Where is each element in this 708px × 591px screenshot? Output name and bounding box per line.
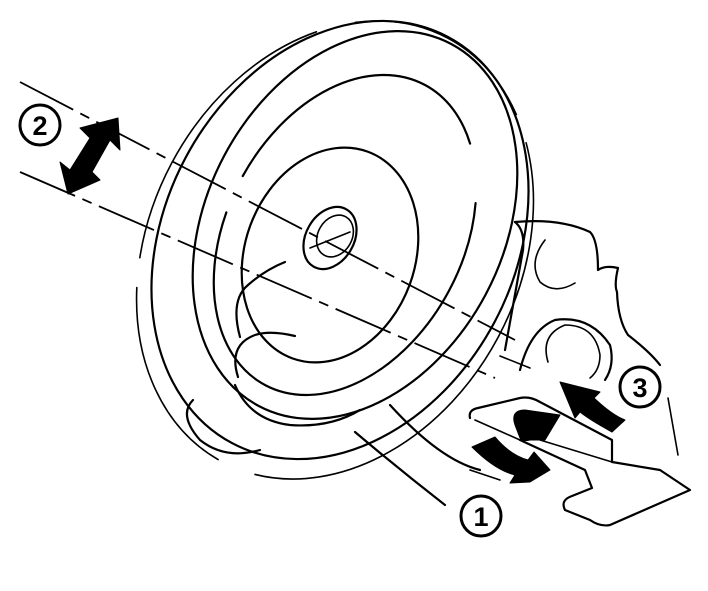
- tilt-lever: [468, 396, 692, 527]
- pull-down-arrow-icon: [471, 436, 551, 484]
- callout-2: 2: [18, 103, 62, 147]
- callout-1: 1: [459, 494, 503, 538]
- push-back-arrow-icon: [513, 381, 626, 442]
- svg-text:2: 2: [32, 111, 47, 141]
- svg-text:1: 1: [473, 502, 488, 532]
- steering-wheel: [135, 19, 535, 480]
- steering-column-housing: [499, 220, 679, 456]
- svg-text:3: 3: [632, 373, 647, 403]
- callout-3: 3: [618, 365, 662, 409]
- tilt-double-arrow-icon: [59, 117, 121, 195]
- column-body: [353, 403, 501, 507]
